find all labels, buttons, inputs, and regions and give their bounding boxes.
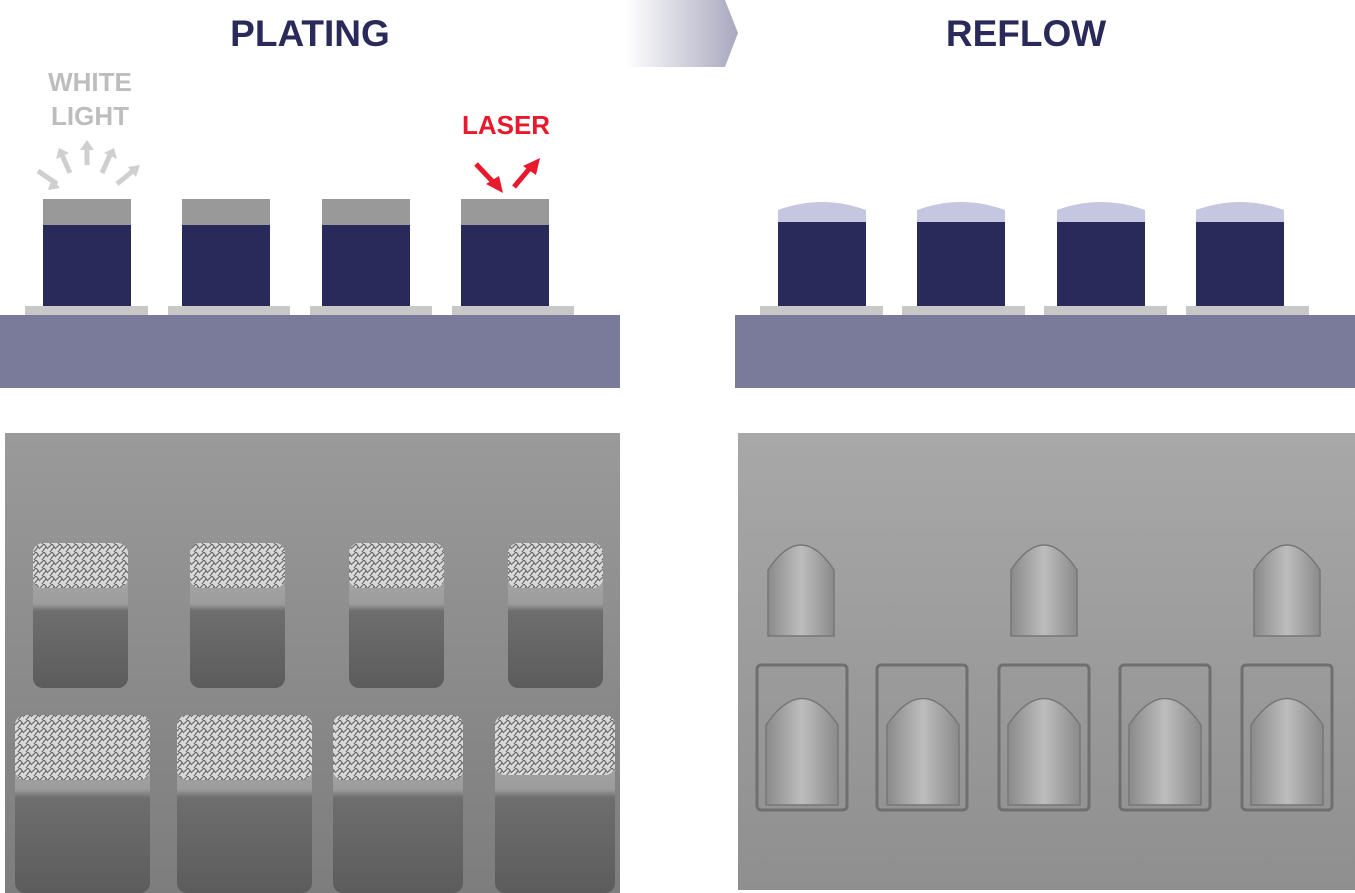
pillar xyxy=(43,199,131,306)
plating-sem-image xyxy=(5,433,620,893)
substrate xyxy=(0,315,620,388)
pad xyxy=(1044,306,1167,315)
reflowed-pillar xyxy=(1057,202,1145,306)
plating-schematic xyxy=(0,199,620,388)
reflowed-pillar xyxy=(778,202,866,306)
reflow-title: REFLOW xyxy=(946,13,1106,54)
pillar xyxy=(461,199,549,306)
reflowed-pillar xyxy=(917,202,1005,306)
pad xyxy=(452,306,574,315)
pad xyxy=(760,306,883,315)
laser-arrows-icon xyxy=(474,158,540,193)
pad xyxy=(168,306,290,315)
pad xyxy=(1186,306,1309,315)
reflowed-pillar xyxy=(1196,202,1284,306)
pad xyxy=(25,306,148,315)
pad xyxy=(310,306,432,315)
pad xyxy=(902,306,1025,315)
reflow-sem-image xyxy=(738,433,1355,890)
pillar xyxy=(182,199,270,306)
white-light-scatter-arrows-icon xyxy=(36,140,140,190)
white-light-label-line1: WHITE xyxy=(48,67,132,97)
reflow-schematic xyxy=(735,202,1355,388)
white-light-label-line2: LIGHT xyxy=(51,101,129,131)
laser-label: LASER xyxy=(462,110,550,140)
substrate xyxy=(735,315,1355,388)
pillar xyxy=(322,199,410,306)
process-arrow-icon xyxy=(625,0,738,67)
plating-title: PLATING xyxy=(230,13,390,54)
